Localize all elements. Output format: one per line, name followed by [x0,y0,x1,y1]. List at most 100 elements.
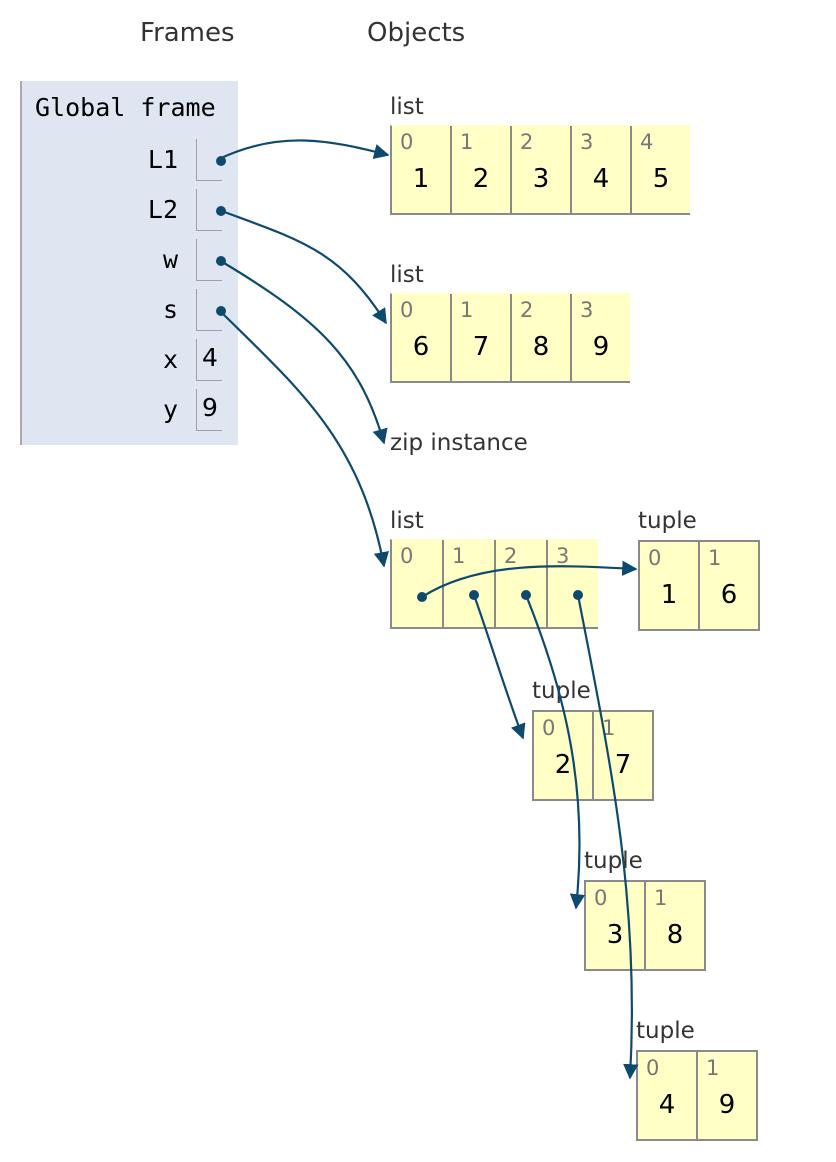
cell-value: 4 [658,1090,676,1120]
object-label: list [390,94,424,120]
cell-value: 8 [666,920,684,950]
cell-value: 6 [720,580,738,610]
list-object-3: 0 1 2 3 [390,539,598,629]
arrow-w [218,259,388,445]
cell-value: 2 [472,164,490,194]
cell-index: 1 [706,1056,720,1080]
cell-index: 0 [594,886,608,910]
object-label: tuple [636,1018,695,1044]
pointer-dot [216,256,226,266]
var-name: x [162,345,178,374]
var-name: s [162,295,178,324]
var-value-box [196,339,222,381]
frames-header: Frames [140,18,235,48]
frame-title: Global frame [35,93,216,122]
cell-index: 3 [580,130,594,154]
cell-index: 2 [504,544,518,568]
pointer-dot [216,206,226,216]
arrow-list-3 [576,594,639,1080]
cell-value: 6 [412,332,430,362]
var-name: w [162,245,178,274]
cell-value: 3 [532,164,550,194]
cell-index: 0 [400,130,414,154]
cell-index: 3 [580,298,594,322]
var-value-box [196,139,222,181]
var-value-box [196,189,222,231]
pointer-dot [216,306,226,316]
cell-index: 3 [556,544,570,568]
var-row-L2: L2 [22,185,240,235]
cell-value: 5 [652,164,670,194]
var-value-box [196,389,222,431]
cell-index: 1 [708,546,722,570]
var-row-s: s [22,285,240,335]
cell-index: 4 [640,130,654,154]
var-value-box [196,239,222,281]
cell-index: 0 [400,298,414,322]
cell-value: 7 [614,750,632,780]
objects-header: Objects [367,18,466,48]
cell-value: 7 [472,332,490,362]
global-frame: Global frame L1 L2 w s x 4 y 9 [20,81,238,445]
arrow-L2 [218,208,387,325]
cell-value: 9 [592,332,610,362]
arrow-s [218,309,389,568]
cell-index: 1 [654,886,668,910]
list-cell: 2 [496,540,548,627]
var-row-w: w [22,235,240,285]
list-cell: 3 [548,540,598,627]
var-row-L1: L1 [22,135,240,185]
cell-index: 1 [460,130,474,154]
var-value: 9 [202,393,218,422]
object-label: list [390,262,424,288]
var-row-y: y 9 [22,385,240,435]
arrow-L1 [218,139,390,160]
cell-index: 2 [520,130,534,154]
var-value-box [196,289,222,331]
cell-index: 1 [460,298,474,322]
cell-index: 1 [452,544,466,568]
list-cell: 1 [444,540,496,627]
cell-value: 9 [718,1090,736,1120]
var-name: L2 [147,195,178,224]
cell-value: 4 [592,164,610,194]
object-label: tuple [638,508,697,534]
cell-index: 2 [520,298,534,322]
var-name: L1 [147,145,178,174]
cell-index: 0 [542,716,556,740]
list-cell: 0 [392,540,444,627]
object-label: list [390,508,424,534]
var-row-x: x 4 [22,335,240,385]
cell-value: 2 [554,750,572,780]
cell-value: 1 [660,580,678,610]
cell-index: 1 [602,716,616,740]
cell-index: 0 [400,544,414,568]
cell-index: 0 [648,546,662,570]
pointer-dot [216,156,226,166]
cell-value: 8 [532,332,550,362]
object-label: tuple [532,678,591,704]
